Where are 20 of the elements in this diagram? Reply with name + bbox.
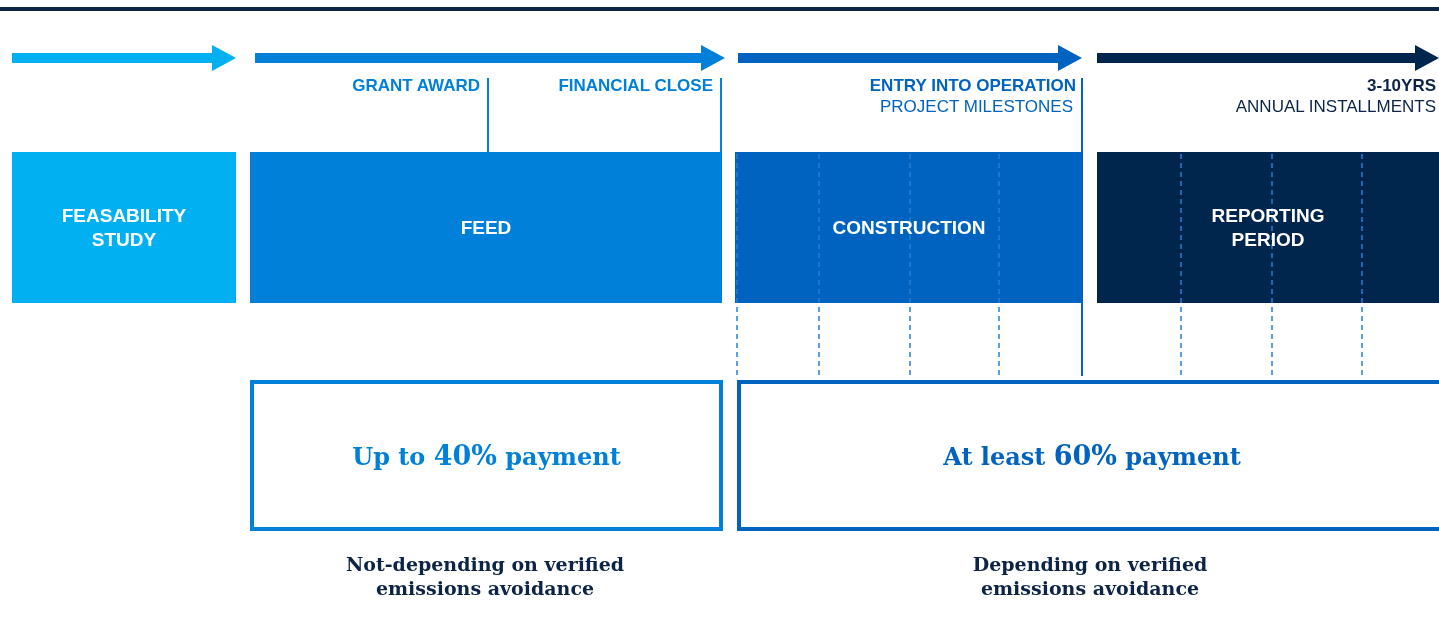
- phase-label: FEASABILITY STUDY: [60, 203, 188, 252]
- milestone-label: GRANT AWARD: [352, 76, 480, 96]
- phase-label: FEED: [460, 215, 512, 240]
- milestone-label: ENTRY INTO OPERATION: [869, 76, 1076, 96]
- payment-note: Depending on verified emissions avoidance: [971, 552, 1209, 600]
- payment-label: Up to 40% payment: [352, 440, 621, 471]
- payment-note: Not-depending on verified emissions avoidance: [344, 552, 626, 600]
- payment-box: [250, 380, 723, 531]
- milestone-label: FINANCIAL CLOSE: [558, 76, 713, 96]
- phase-label: REPORTING PERIOD: [1210, 203, 1326, 252]
- phase-box: [12, 152, 236, 303]
- payment-label: At least 60% payment: [943, 440, 1241, 471]
- milestone-label: PROJECT MILESTONES: [879, 97, 1073, 117]
- milestone-label: 3-10YRS: [1367, 76, 1436, 96]
- phase-box: [735, 152, 1083, 303]
- milestone-label: ANNUAL INSTALLMENTS: [1235, 97, 1436, 117]
- phase-box: [250, 152, 722, 303]
- payment-box: [737, 380, 1439, 531]
- phase-box: [1097, 152, 1439, 303]
- phase-label: CONSTRUCTION: [832, 215, 986, 240]
